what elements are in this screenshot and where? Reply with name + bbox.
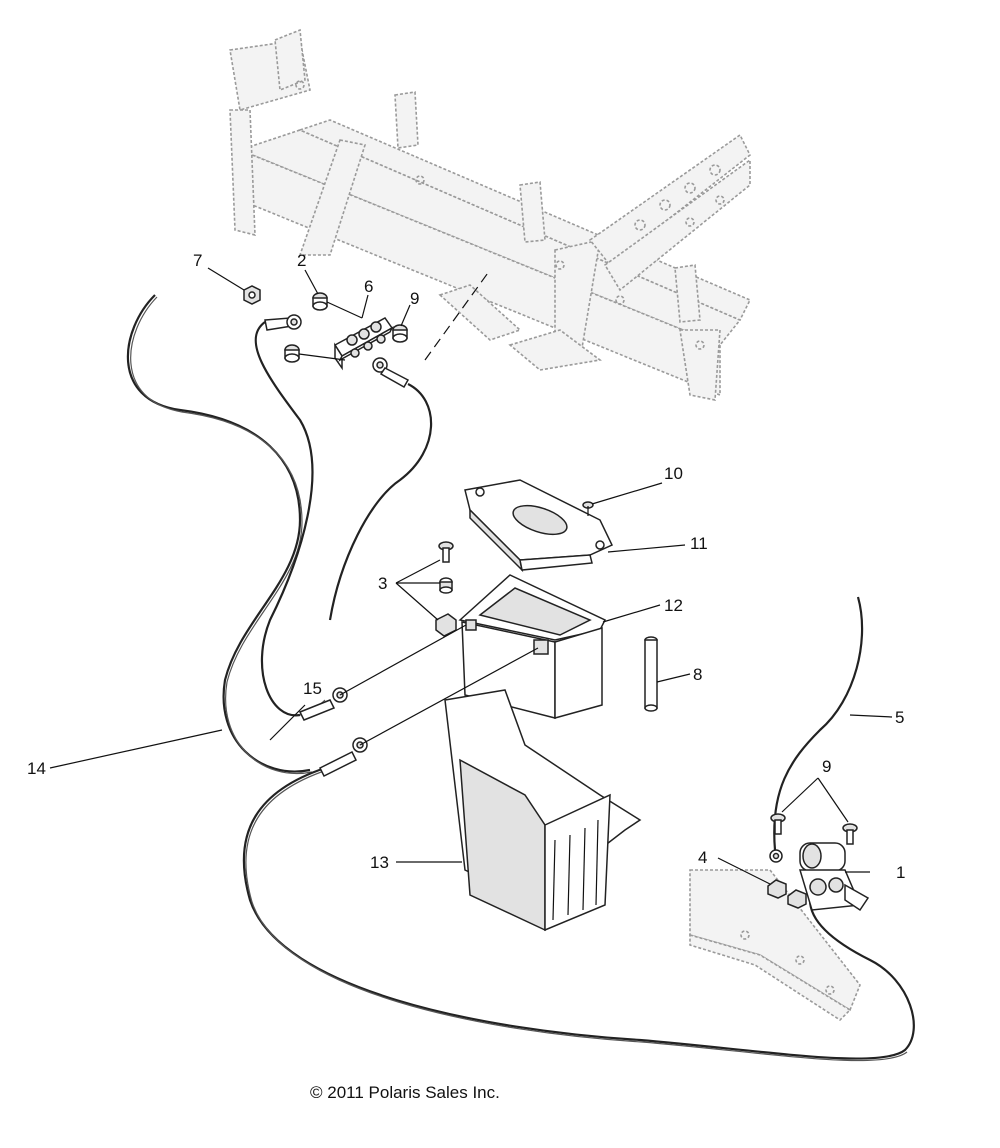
callout-label-2: 2 bbox=[297, 251, 306, 270]
callout-label-1: 1 bbox=[896, 863, 905, 882]
battery-hardware-3 bbox=[435, 541, 457, 637]
callout-label-6: 6 bbox=[364, 277, 373, 296]
callout-label-9-lower: 9 bbox=[822, 757, 831, 776]
callout-label-9-upper: 9 bbox=[410, 289, 419, 308]
bolts-9-lower bbox=[770, 813, 858, 845]
starter-solenoid bbox=[798, 842, 870, 912]
battery-hold-down-bracket bbox=[464, 479, 614, 573]
nut-7 bbox=[243, 285, 261, 305]
callout-label-10: 10 bbox=[664, 464, 683, 483]
battery bbox=[458, 574, 607, 719]
callout-label-7: 7 bbox=[193, 251, 202, 270]
callout-label-14: 14 bbox=[27, 759, 46, 778]
battery-cable-terminals bbox=[298, 687, 368, 778]
screw-10 bbox=[582, 501, 594, 516]
solenoid-bracket bbox=[689, 869, 861, 1022]
cable-battery-to-solenoid bbox=[242, 766, 915, 1062]
callout-label-12: 12 bbox=[664, 596, 683, 615]
copyright-text: © 2011 Polaris Sales Inc. bbox=[310, 1083, 500, 1102]
cable-14 bbox=[127, 294, 313, 774]
callout-label-4: 4 bbox=[698, 848, 707, 867]
callout-label-15: 15 bbox=[303, 679, 322, 698]
callout-label-8: 8 bbox=[693, 665, 702, 684]
battery-box bbox=[444, 689, 642, 932]
leader-lines bbox=[49, 267, 893, 885]
cable-terminals-upper bbox=[264, 314, 410, 389]
terminal-block bbox=[333, 317, 394, 371]
cable-5 bbox=[769, 596, 864, 863]
bolt-2 bbox=[284, 292, 363, 363]
callout-label-11: 11 bbox=[690, 534, 708, 553]
callout-labels: 7 2 6 9 10 11 3 12 8 5 15 14 9 4 1 13 bbox=[27, 251, 905, 882]
callout-label-3: 3 bbox=[378, 574, 387, 593]
callout-label-5: 5 bbox=[895, 708, 904, 727]
callout-label-13: 13 bbox=[370, 853, 389, 872]
vehicle-frame bbox=[229, 28, 752, 401]
nuts-4 bbox=[767, 879, 807, 909]
bolt-9-upper bbox=[392, 324, 408, 343]
vent-tube-8 bbox=[644, 636, 658, 712]
